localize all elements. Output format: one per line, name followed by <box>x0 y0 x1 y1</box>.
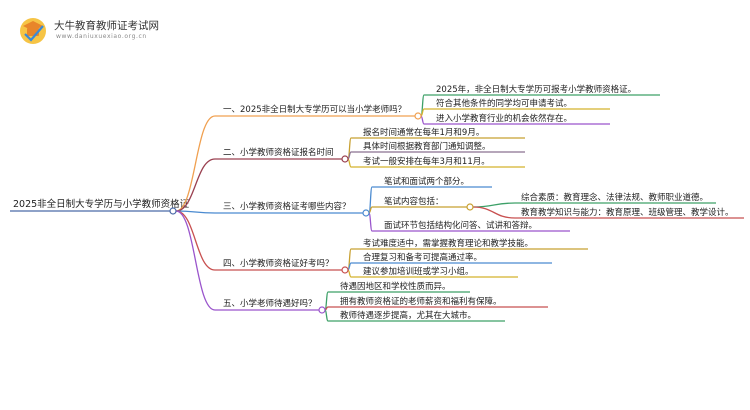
branch-node-dot <box>362 209 370 217</box>
branch-connector <box>175 158 216 212</box>
branch-label: 二、小学教师资格证报名时间 <box>223 147 334 158</box>
branch-connector <box>175 115 216 212</box>
leaf-label: 教师待遇逐步提高，尤其在大城市。 <box>340 310 476 321</box>
branch-node-dot <box>341 155 349 163</box>
leaf-label: 笔试内容包括： <box>384 196 444 207</box>
graduation-cap-icon <box>20 18 46 44</box>
branch-connector <box>175 210 216 214</box>
leaf-connector <box>324 309 329 322</box>
leaf-connector <box>347 158 352 168</box>
leaf-label: 拥有教师资格证的老师薪资和福利有保障。 <box>340 296 502 307</box>
leaf-label: 合理复习和备考可提高通过率。 <box>363 252 482 263</box>
leaf-label: 建议参加培训班或学习小组。 <box>363 266 474 277</box>
root-node-label: 2025非全日制大专学历与小学教师资格证 <box>13 198 190 210</box>
branch-connector <box>175 210 216 311</box>
brand-logo: 大牛教育教师证考试网 www.daniuxuexiao.org.cn <box>16 14 159 46</box>
branch-connector <box>175 210 216 271</box>
child-label: 综合素质：教育理念、法律法规、教师职业道德。 <box>521 192 708 203</box>
leaf-label: 报名时间通常在每年1月和9月。 <box>363 127 484 138</box>
leaf-connector <box>368 212 373 232</box>
branch-node-dot <box>318 306 326 314</box>
leaf-label: 进入小学教育行业的机会依然存在。 <box>436 113 572 124</box>
child-connector <box>472 206 516 219</box>
root-node-dot <box>169 207 177 215</box>
branch-label: 四、小学教师资格证好考吗？ <box>223 258 334 269</box>
leaf-label: 符合其他条件的同学均可申请考试。 <box>436 98 572 109</box>
child-connector <box>472 202 516 208</box>
branch-label: 一、2025非全日制大专学历可以当小学老师吗？ <box>223 104 406 115</box>
leaf-label: 2025年，非全日制大专学历可报考小学教师资格证。 <box>436 84 636 95</box>
leaf-label: 面试环节包括结构化问答、试讲和答辩。 <box>384 220 537 231</box>
child-label: 教育教学知识与能力：教育原理、班级管理、教学设计。 <box>521 207 734 218</box>
leaf-connector <box>420 115 425 125</box>
leaf-label: 考试一般安排在每年3月和11月。 <box>363 156 490 167</box>
leaf-label: 待遇因地区和学校性质而异。 <box>340 281 451 292</box>
branch-label: 五、小学老师待遇好吗？ <box>223 298 317 309</box>
branch-node-dot <box>341 266 349 274</box>
branch-label: 三、小学教师资格证考哪些内容？ <box>223 201 351 212</box>
brand-url: www.daniuxuexiao.org.cn <box>56 33 147 40</box>
leaf-label: 笔试和面试两个部分。 <box>384 176 469 187</box>
branch-node-dot <box>414 112 422 120</box>
leaf-node-dot <box>466 203 474 211</box>
brand-title: 大牛教育教师证考试网 <box>54 20 159 32</box>
leaf-label: 考试难度适中，需掌握教育理论和教学技能。 <box>363 238 533 249</box>
leaf-connector <box>347 269 352 278</box>
leaf-label: 具体时间根据教育部门通知调整。 <box>363 141 491 152</box>
